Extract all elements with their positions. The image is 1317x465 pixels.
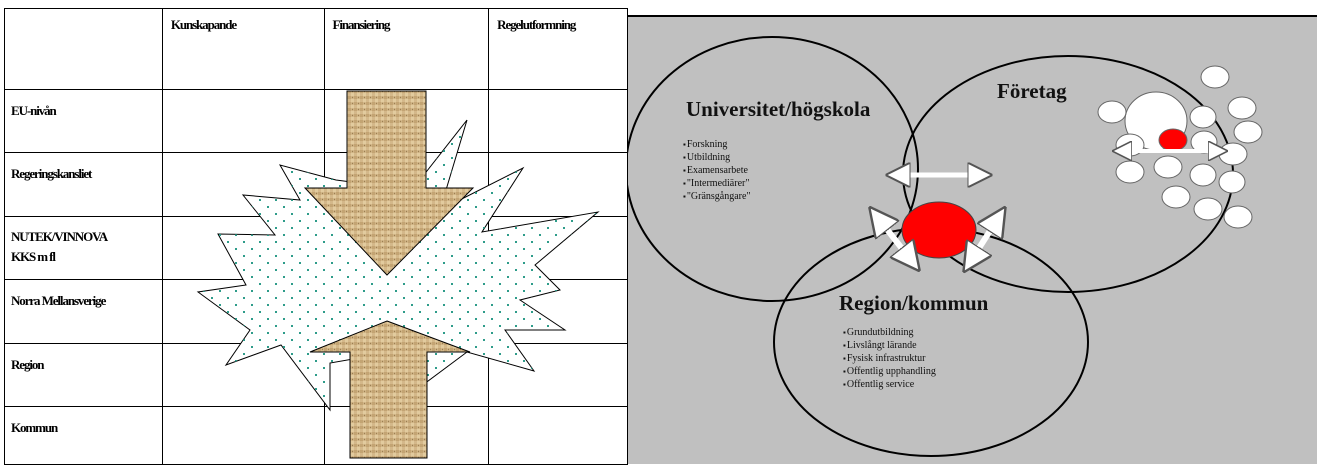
list-item: "Gränsgångare" <box>683 190 751 203</box>
universitet-list: Forskning Utbildning Examensarbete "Inte… <box>683 138 751 203</box>
arrow-foretag-region <box>965 209 1004 270</box>
list-item: "Intermediärer" <box>683 177 751 190</box>
list-item: Grundutbildning <box>843 326 936 339</box>
matrix-cell <box>161 89 325 153</box>
matrix-cell <box>488 216 628 280</box>
center-red-ellipse <box>901 201 977 259</box>
list-item: Utbildning <box>683 151 751 164</box>
row-label: NUTEK/VINNOVA KKS m fl <box>4 216 163 280</box>
arrow-universitet-region <box>871 209 918 269</box>
matrix-cell <box>323 89 490 153</box>
list-item: Offentlig upphandling <box>843 365 936 378</box>
region-title: Region/kommun <box>839 291 989 315</box>
matrix-row: Region <box>4 343 628 407</box>
list-item: Livslångt lärande <box>843 339 936 352</box>
matrix-header-row: Kunskapande Finansiering Regelutformning <box>4 8 628 90</box>
region-list: Grundutbildning Livslångt lärande Fysisk… <box>843 326 936 391</box>
matrix-cell <box>161 343 325 407</box>
row-label: EU-nivån <box>4 89 163 153</box>
matrix-cell <box>323 279 490 344</box>
column-header: Regelutformning <box>488 8 628 90</box>
matrix-row: EU-nivån <box>4 89 628 153</box>
table-top-line-extension <box>592 8 628 9</box>
column-header: Finansiering <box>323 8 490 90</box>
company-center-red <box>1158 128 1188 152</box>
foretag-title: Företag <box>997 79 1067 103</box>
matrix-cell <box>488 89 628 153</box>
matrix-row: Norra Mellansverige <box>4 279 628 344</box>
matrix-cell <box>323 216 490 280</box>
universitet-title: Universitet/högskola <box>686 97 871 121</box>
column-header: Kunskapande <box>161 8 325 90</box>
matrix-cell <box>161 406 325 465</box>
matrix-cell <box>488 343 628 407</box>
matrix-row: NUTEK/VINNOVA KKS m fl <box>4 216 628 280</box>
matrix-cell <box>488 279 628 344</box>
matrix-cell <box>161 216 325 280</box>
circle-universitet <box>628 36 919 302</box>
matrix-cell <box>323 406 490 465</box>
matrix-cell <box>161 279 325 344</box>
list-item: Forskning <box>683 138 751 151</box>
matrix-row: Kommun <box>4 406 628 465</box>
venn-panel: Universitet/högskola Forskning Utbildnin… <box>628 15 1317 464</box>
row-label: Norra Mellansverige <box>4 279 163 344</box>
matrix-cell <box>323 152 490 217</box>
row-label: Region <box>4 343 163 407</box>
matrix-table: Kunskapande Finansiering Regelutformning… <box>4 8 628 465</box>
matrix-row: Regeringskansliet <box>4 152 628 217</box>
list-item: Fysisk infrastruktur <box>843 352 936 365</box>
row-label: Regeringskansliet <box>4 152 163 217</box>
row-label: Kommun <box>4 406 163 465</box>
matrix-corner-cell <box>4 8 163 90</box>
list-item: Offentlig service <box>843 378 936 391</box>
matrix-cell <box>323 343 490 407</box>
matrix-cell <box>161 152 325 217</box>
list-item: Examensarbete <box>683 164 751 177</box>
venn-diagram <box>628 36 1263 457</box>
matrix-cell <box>488 152 628 217</box>
matrix-panel: Kunskapande Finansiering Regelutformning… <box>0 0 628 465</box>
matrix-cell <box>488 406 628 465</box>
